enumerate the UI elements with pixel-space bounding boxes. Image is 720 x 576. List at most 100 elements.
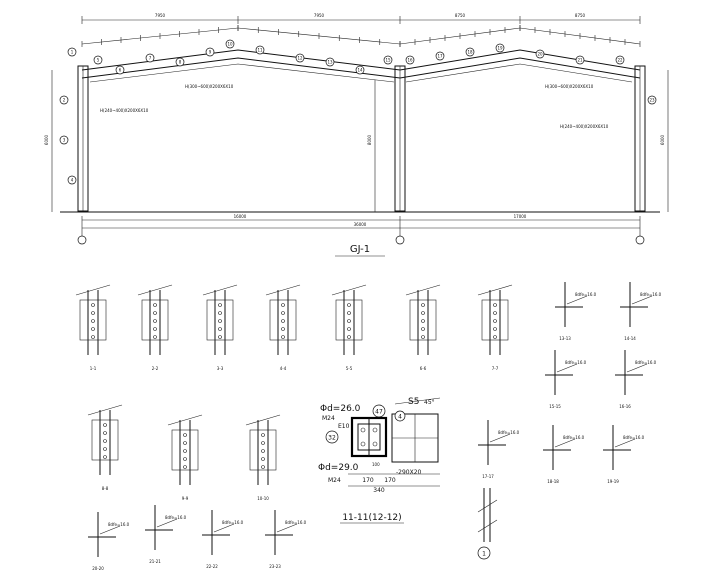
- height-dim-mid: 8000: [367, 134, 372, 145]
- dim-b: 170: [384, 477, 396, 484]
- top-dim-3: 8750: [455, 13, 466, 18]
- member-bubble: [175, 57, 185, 67]
- member-bubble-label: 17: [437, 54, 443, 59]
- section-13-13: 8dfe=16.013-13: [555, 282, 597, 341]
- member-bubble: [383, 55, 393, 65]
- section-label: 18-18: [547, 479, 559, 484]
- top-dim-2: 7950: [314, 13, 325, 18]
- overall-dim: 36000: [354, 222, 367, 227]
- section-label: 8-8: [102, 486, 109, 491]
- bottom-dim-2: 17000: [514, 214, 527, 219]
- member-bubble-label: 18: [467, 50, 473, 55]
- section-10-10: 10-10: [245, 414, 281, 501]
- member-bubble: [145, 53, 155, 63]
- plate-label: -290X20: [396, 469, 422, 476]
- dim-small: 100: [372, 462, 380, 467]
- bottom-dim-1: 16000: [234, 214, 247, 219]
- bubble-32: [325, 430, 339, 444]
- member-bubble-label: 19: [497, 46, 503, 51]
- section-2-2: 2-2: [137, 284, 173, 371]
- top-dim-1: 7950: [155, 13, 166, 18]
- member-bubble-label: 14: [357, 68, 363, 73]
- beam-label-right: H(300~600)X200X6X10: [545, 84, 594, 89]
- member-bubble-label: 22: [617, 58, 623, 63]
- member-bubble: [405, 55, 415, 65]
- section-label: 16-16: [619, 404, 631, 409]
- height-dim-right: 6000: [660, 134, 665, 145]
- purlin-dim-chain: [81, 25, 641, 47]
- section-label: 6-6: [420, 366, 427, 371]
- member-bubble: [615, 55, 625, 65]
- detail-11-title: 11-11(12-12): [342, 513, 401, 523]
- member-bubble-label: 6: [119, 68, 122, 73]
- height-dim-left: 6000: [44, 134, 49, 145]
- section-22-22: 8dfe=16.0 22-22: [202, 510, 244, 569]
- weld-note: 8dfe=16.0: [165, 515, 187, 520]
- section-1-1: 1-1: [75, 284, 111, 371]
- member-bubble: [495, 43, 505, 53]
- section-8-8: 8-8: [87, 404, 123, 491]
- axis-bubble-c: [635, 235, 645, 245]
- weld-note: 8dfe=16.0: [563, 435, 585, 440]
- member-bubble: [647, 95, 657, 105]
- section-15-15: 8dfe=16.0 15-15: [545, 350, 587, 409]
- section-19-19: 8dfe=16.019-19: [603, 425, 645, 484]
- beam-label-left: H(300~600)X200X6X10: [185, 84, 234, 89]
- member-bubble-label: 1: [71, 50, 74, 55]
- portal-frame: 7950 7950 8750 8750: [44, 13, 669, 257]
- detail-1: 1: [477, 488, 498, 560]
- section-label: 4-4: [280, 366, 287, 371]
- section-label: 1-1: [90, 366, 97, 371]
- section-label: 19-19: [607, 479, 619, 484]
- member-bubble-label: 4: [71, 178, 74, 183]
- weld-note: 8dfe=16.0: [222, 520, 244, 525]
- section-label: 15-15: [549, 404, 561, 409]
- bubble-47: [372, 404, 386, 418]
- section-label: 3-3: [217, 366, 224, 371]
- section-label: 22-22: [206, 564, 218, 569]
- member-bubble-label: 20: [537, 52, 543, 57]
- member-bubble-label: 10: [227, 42, 233, 47]
- section-21-21: 8dfe=16.021-21: [145, 505, 187, 564]
- bolt-label-e: E10: [338, 423, 350, 430]
- section-9-9: 9-9: [167, 414, 203, 501]
- member-bubble-label: 11: [257, 48, 263, 53]
- section-label: 14-14: [624, 336, 636, 341]
- weld-note: 8dfe=16.0: [565, 360, 587, 365]
- member-bubble: [295, 53, 305, 63]
- weld-note: 8dfe=16.0: [635, 360, 657, 365]
- member-bubble: [575, 55, 585, 65]
- angle-label: 45°: [424, 399, 435, 406]
- bolt-label-bot: M24: [328, 477, 341, 484]
- member-bubble-label: 7: [149, 56, 152, 61]
- section-label: 7-7: [492, 366, 499, 371]
- weld-note: 8dfe=16.0: [285, 520, 307, 525]
- section-17-17: 8dfe=16.017-17: [478, 420, 520, 479]
- member-bubble: [67, 175, 77, 185]
- member-bubble: [355, 65, 365, 75]
- member-bubble-label: 21: [577, 58, 583, 63]
- weld-note: 8dfe=16.0: [640, 292, 662, 297]
- member-bubble: [325, 57, 335, 67]
- section-5-5: 5-5: [331, 284, 367, 371]
- section-4-4: 4-4: [265, 284, 301, 371]
- member-bubble: [205, 47, 215, 57]
- section-label: 2-2: [152, 366, 159, 371]
- column-label-right: H(240~400)X200X6X10: [560, 124, 609, 129]
- bubble-47-text: 47: [375, 409, 383, 416]
- weld-note: 8dfe=16.0: [498, 430, 520, 435]
- bubble-4-text: 4: [398, 414, 402, 421]
- hole-label-bot: Φd=29.0: [318, 463, 359, 473]
- member-bubble: [115, 65, 125, 75]
- member-bubble: [255, 45, 265, 55]
- section-14-14: 8dfe=16.0 14-14: [620, 282, 662, 341]
- member-bubble-label: 23: [649, 98, 655, 103]
- member-bubble: [435, 51, 445, 61]
- member-bubble-label: 16: [407, 58, 413, 63]
- detail-1-bubble-text: 1: [482, 551, 486, 558]
- section-23-23: 8dfe=16.023-23: [265, 510, 307, 569]
- top-dim-4: 8750: [575, 13, 586, 18]
- member-bubble: [67, 47, 77, 57]
